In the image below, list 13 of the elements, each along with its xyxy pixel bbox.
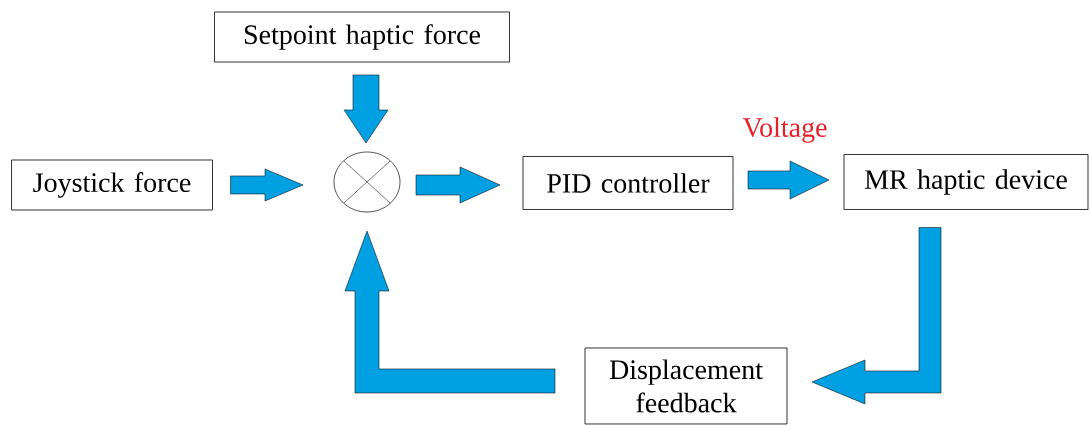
block-arrow — [747, 160, 830, 200]
block-arrow — [344, 230, 556, 394]
summing-junction — [333, 151, 401, 213]
text-box: Setpoint haptic force — [214, 11, 510, 63]
text-box: Joystick force — [11, 159, 213, 211]
block-arrow — [230, 168, 304, 202]
block-arrow — [343, 74, 389, 144]
text-box: Displacement feedback — [584, 347, 788, 425]
block-arrow — [811, 227, 942, 405]
text-box: PID controller — [522, 156, 734, 210]
text-box: MR haptic device — [843, 154, 1089, 210]
block-arrow — [415, 166, 501, 204]
edge-label: Voltage — [742, 117, 827, 143]
